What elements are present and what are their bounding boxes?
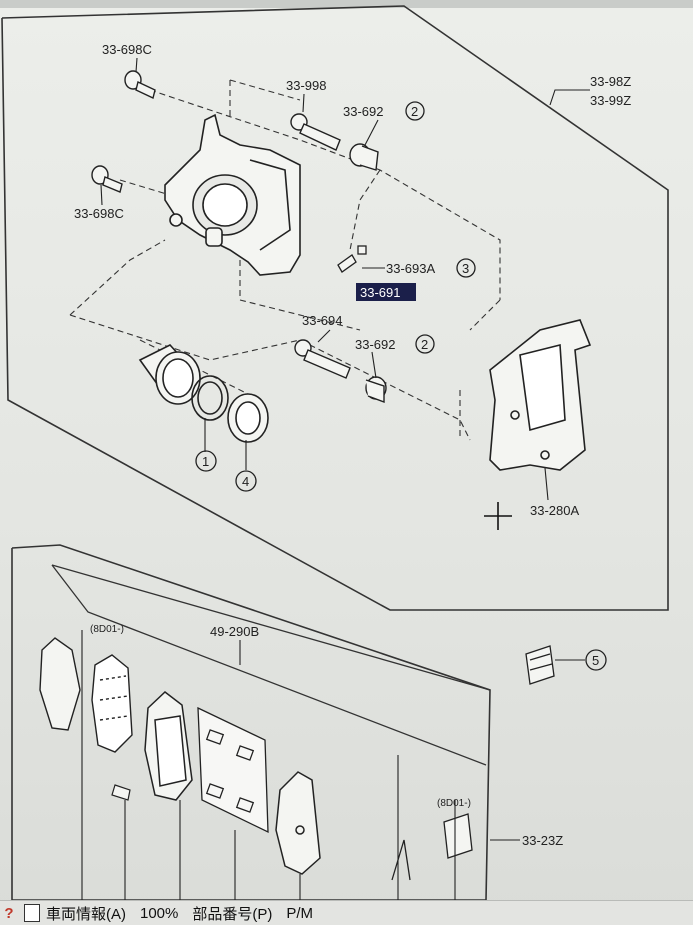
status-marker: ? bbox=[4, 904, 14, 922]
label-highlighted[interactable]: 33-691 bbox=[360, 285, 400, 300]
tab-part-number[interactable]: 部品番号(P) bbox=[192, 905, 273, 923]
wear-indicator-clip bbox=[111, 784, 131, 801]
dashed-guide-lines bbox=[69, 79, 501, 441]
label-boot-lower[interactable]: 33-692 bbox=[355, 337, 395, 352]
guide-pin-upper bbox=[290, 113, 341, 151]
pad-group-inner-frame bbox=[51, 564, 487, 766]
piston-seal-ring bbox=[191, 375, 229, 421]
ref-num-boot-upper: 2 bbox=[411, 104, 418, 119]
bolt-top bbox=[124, 70, 156, 99]
caliper-bracket bbox=[489, 319, 592, 471]
brake-pad-inner bbox=[275, 771, 321, 875]
ref-num-bleeder: 3 bbox=[462, 261, 469, 276]
label-bolt-left[interactable]: 33-698C bbox=[74, 206, 124, 221]
label-pad-set[interactable]: 49-290B bbox=[210, 624, 259, 639]
ref-num-clip: 5 bbox=[592, 653, 599, 668]
anti-rattle-spring bbox=[391, 839, 411, 881]
label-bracket[interactable]: 33-280A bbox=[530, 503, 579, 518]
bolt-left bbox=[91, 165, 123, 193]
label-bolt-top[interactable]: 33-698C bbox=[102, 42, 152, 57]
ref-circle-seal: 4 bbox=[235, 470, 257, 492]
crosshair-cursor bbox=[484, 502, 512, 530]
piston bbox=[138, 344, 202, 405]
ref-num-seal: 4 bbox=[242, 474, 249, 489]
label-shim-a: (8D01-) bbox=[90, 624, 124, 635]
zoom-level[interactable]: 100% bbox=[140, 904, 179, 922]
pad-kit-shim-small bbox=[443, 813, 473, 859]
boot-lower bbox=[365, 376, 387, 404]
label-shim-b: (8D01-) bbox=[437, 798, 471, 809]
bleeder-screw bbox=[337, 245, 367, 273]
label-assembly-b[interactable]: 33-99Z bbox=[590, 93, 631, 108]
ref-circle-boot-upper: 2 bbox=[405, 101, 425, 121]
ref-circle-piston: 1 bbox=[195, 450, 217, 472]
ref-num-boot-lower: 2 bbox=[421, 337, 428, 352]
label-assembly-a[interactable]: 33-98Z bbox=[590, 74, 631, 89]
highlighted-part-label[interactable]: 33-691 bbox=[356, 283, 416, 301]
label-pad-kit[interactable]: 33-23Z bbox=[522, 833, 563, 848]
label-boot-upper[interactable]: 33-692 bbox=[343, 104, 383, 119]
guide-pin-lower bbox=[294, 339, 351, 379]
ref-circle-clip: 5 bbox=[585, 649, 607, 671]
leader-lines bbox=[100, 57, 590, 841]
ref-num-piston: 1 bbox=[202, 454, 209, 469]
label-guide-pin-lower[interactable]: 33-694 bbox=[302, 313, 342, 328]
label-bleeder[interactable]: 33-693A bbox=[386, 261, 435, 276]
caliper-group-frame bbox=[1, 5, 669, 611]
tab-vehicle-info[interactable]: 車両情報(A) bbox=[46, 905, 126, 923]
brake-shim-inner bbox=[91, 654, 133, 753]
pad-clip-panel bbox=[197, 706, 269, 834]
pad-group-top-edge bbox=[51, 564, 491, 691]
ref-circle-bleeder: 3 bbox=[456, 258, 476, 278]
boot-upper bbox=[349, 143, 379, 171]
pad-group-vertical-lines bbox=[81, 630, 456, 900]
tab-more[interactable]: P/M bbox=[286, 904, 314, 922]
document-icon[interactable] bbox=[24, 904, 40, 922]
caliper-body bbox=[164, 113, 301, 276]
window-top-edge bbox=[0, 0, 693, 8]
pad-group-frame bbox=[11, 544, 491, 900]
dust-boot bbox=[227, 393, 269, 443]
clip-part-5 bbox=[525, 645, 555, 685]
brake-caliper-diagram: 33-698C 33-698C 33-998 33-692 2 33-98Z 3… bbox=[1, 5, 669, 900]
label-guide-pin-upper[interactable]: 33-998 bbox=[286, 78, 326, 93]
brake-pad-outer bbox=[144, 691, 193, 801]
status-bar: ? 車両情報(A) 100% 部品番号(P) P/M bbox=[0, 900, 693, 925]
ref-circle-boot-lower: 2 bbox=[415, 334, 435, 354]
brake-shim-outer bbox=[39, 637, 81, 731]
